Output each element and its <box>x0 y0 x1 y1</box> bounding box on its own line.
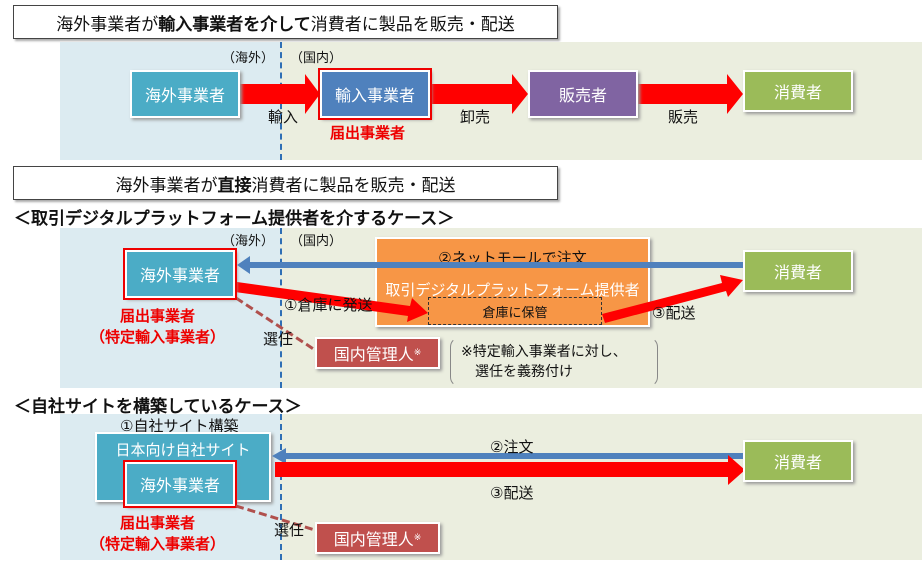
platform-label: 取引デジタルプラットフォーム提供者 <box>385 281 640 299</box>
specific-importer-text: （特定輸入事業者） <box>89 328 225 346</box>
notified-label: 届出事業者 <box>330 124 406 142</box>
note-mark: ※ <box>413 348 422 358</box>
overseas-label: （海外） <box>222 51 275 66</box>
build-site-label: ①自社サイト構築 <box>120 417 239 435</box>
border-line <box>280 228 282 388</box>
case1-heading: ＜取引デジタルプラットフォーム提供者を介するケース＞ <box>14 209 455 229</box>
notified-label: 届出事業者 （特定輸入事業者） <box>70 305 245 347</box>
notified-text: 届出事業者 <box>119 514 195 532</box>
appoint-label: 選任 <box>274 521 305 539</box>
order-arrow <box>237 256 743 274</box>
retail-label: 販売 <box>668 108 699 126</box>
domestic-manager-box: 国内管理人※ <box>315 522 440 554</box>
overseas-business-box: 海外事業者 <box>130 70 240 118</box>
domestic-label: （国内） <box>290 234 343 249</box>
deliver-arrow <box>602 275 743 323</box>
seller-box: 販売者 <box>528 70 638 118</box>
border-line <box>280 414 282 560</box>
title-text: 消費者に製品を販売・配送 <box>310 14 515 35</box>
deliver-arrow <box>275 455 745 485</box>
notified-text: 届出事業者 <box>119 307 195 325</box>
arrow-retail <box>638 74 743 114</box>
own-site-label: 日本向け自社サイト <box>115 441 251 459</box>
overseas-label: （海外） <box>222 234 275 249</box>
title-bold: 直接 <box>217 175 252 196</box>
import-label: 輸入 <box>268 108 299 126</box>
order-label: ②注文 <box>490 438 534 456</box>
wholesale-label: 卸売 <box>460 108 491 126</box>
note-mark: ※ <box>413 533 422 543</box>
case2-heading: ＜自社サイトを構築しているケース＞ <box>14 397 302 417</box>
manager-text: 国内管理人 <box>333 530 414 549</box>
note-line: ※特定輸入事業者に対し、 <box>461 344 627 360</box>
arrow-import <box>240 74 320 114</box>
deliver-label: ③配送 <box>652 304 696 322</box>
title-text: 海外事業者が <box>115 175 218 196</box>
specific-importer-text: （特定輸入事業者） <box>89 535 225 553</box>
section2-title: 海外事業者が直接消費者に製品を販売・配送 <box>13 166 558 200</box>
consumer-box: 消費者 <box>743 70 853 112</box>
domestic-label: （国内） <box>290 51 343 66</box>
title-text: 消費者に製品を販売・配送 <box>251 175 456 196</box>
note-line: 選任を義務付け <box>475 364 573 380</box>
note-bracket: ※特定輸入事業者に対し、選任を義務付け <box>450 337 658 387</box>
appoint-label: 選任 <box>263 330 294 348</box>
arrow-wholesale <box>430 74 528 114</box>
platform-box: ②ネットモールで注文 取引デジタルプラットフォーム提供者 倉庫に保管 <box>375 237 650 327</box>
section1-title: 海外事業者が輸入事業者を介して消費者に製品を販売・配送 <box>13 5 558 39</box>
consumer-box: 消費者 <box>743 440 853 482</box>
title-bold: 輸入事業者を介して <box>158 14 311 35</box>
warehouse-box: 倉庫に保管 <box>428 297 602 325</box>
appoint-line <box>235 504 316 532</box>
overseas-business-box: 海外事業者 <box>123 248 237 300</box>
notified-label: 届出事業者 （特定輸入事業者） <box>70 512 245 554</box>
manager-text: 国内管理人 <box>333 345 414 364</box>
ship-arrow <box>235 282 428 322</box>
consumer-box: 消費者 <box>743 250 853 292</box>
title-text: 海外事業者が <box>56 14 159 35</box>
deliver-label: ③配送 <box>490 484 534 502</box>
overseas-business-box: 海外事業者 <box>123 460 237 508</box>
order-arrow <box>272 448 743 464</box>
domestic-manager-box: 国内管理人※ <box>315 337 440 369</box>
appoint-line <box>235 296 316 352</box>
importer-box: 輸入事業者 <box>318 68 432 120</box>
ship-label: ①倉庫に発送 <box>284 296 373 314</box>
